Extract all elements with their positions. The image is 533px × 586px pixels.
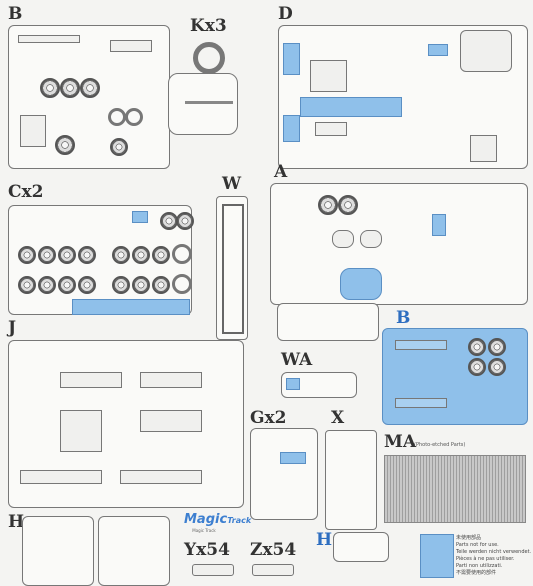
sprue-a [270,183,528,305]
sprue-wa-label: WA [281,350,313,370]
sprue-h-label: H [8,512,25,532]
kx3-part [193,42,225,74]
legend-text-5: Parti non utilizzati. [456,563,503,569]
cx2-wheel-16 [176,212,194,230]
cx2-wheel-8 [18,276,36,294]
sprue-ma-photo-etch [384,455,526,523]
sprue-d-unused-2 [300,97,402,117]
sprue-j-panel-3 [60,372,122,388]
sprue-b-rod [185,101,233,104]
sprue-j-panel-4 [140,372,202,388]
cx2-ring-2 [172,274,192,294]
sprue-d-unused-4 [428,44,448,56]
sprue-gx2-label: Gx2 [250,408,287,428]
sprue-x-label: X [331,408,345,428]
legend-text-6: 不需要使用的部件 [456,570,497,576]
sprue-a-wheel-1 [318,195,338,215]
sprue-a-label: A [274,162,288,182]
cx2-wheel-3 [58,246,76,264]
sprue-d-label: D [278,4,293,24]
sprue-a-part-1 [360,230,382,248]
sprue-b-unused-wheel-4 [488,358,506,376]
sprue-j-panel-5 [20,470,102,484]
sprue-b-unused-part-1 [395,340,447,350]
sprue-b-extension [168,73,238,135]
sprue-b-wheel-4 [55,135,75,155]
sprue-b-unused-part-2 [395,398,447,408]
sprue-d-part-4 [470,135,497,162]
sprue-x [325,430,377,530]
brand-sub: Magic Track [192,528,216,533]
sprue-d-part-2 [460,30,512,72]
brand-name: Magic [184,512,228,527]
sprue-b-part-3 [20,115,46,147]
sprue-j-panel-1 [60,410,102,452]
sprue-j-panel-2 [140,410,202,432]
sprue-cx2-unused-1 [132,211,148,223]
sprue-b-label: B [8,4,23,24]
sprue-ma-note: (Photo-etched Parts) [414,442,466,448]
sprue-j-label: J [8,318,17,338]
sprue-b-unused-wheel-3 [468,358,486,376]
sprue-h-left [22,516,94,586]
brand-logo: MagicTrack [184,512,251,527]
sprue-cx2-label: Cx2 [8,182,44,202]
sprue-a-unused-1 [340,268,382,300]
legend-text-1: 未使用部品 [456,535,482,541]
cx2-wheel-1 [18,246,36,264]
cx2-wheel-10 [58,276,76,294]
sprue-a-part-2 [332,230,354,248]
yx54-track-links [192,564,234,576]
sprue-b-wheel-3 [80,78,100,98]
sprue-b-ring-1 [108,108,126,126]
sprue-h-blue-label: H [316,530,333,550]
brand-suffix: Track [227,516,252,525]
cx2-wheel-13 [132,276,150,294]
cx2-wheel-11 [78,276,96,294]
cx2-wheel-5 [112,246,130,264]
sprue-b-ring-2 [125,108,143,126]
sprue-a-extension [277,303,379,341]
sprue-b-wheel-5 [110,138,128,156]
sprue-w-frame [222,204,244,334]
sprue-kx3-label: Kx3 [190,16,227,36]
sprue-h-blue [333,532,389,562]
legend-text-3: Teile werden nicht verwendet. [456,549,532,555]
sprue-a-unused-2 [432,214,446,236]
sprue-j-panel-6 [120,470,202,484]
sprue-zx54-label: Zx54 [250,540,297,560]
cx2-wheel-12 [112,276,130,294]
sprue-wa-unused [286,378,300,390]
sprue-d-unused-3 [283,115,300,142]
sprue-b-unused-wheel-1 [468,338,486,356]
sprue-gx2-unused [280,452,306,464]
legend-text-2: Parts not for use. [456,542,499,548]
legend-swatch [420,534,454,578]
cx2-wheel-6 [132,246,150,264]
sprue-yx54-label: Yx54 [184,540,230,560]
cx2-ring-1 [172,244,192,264]
sprue-b-blue-label: B [396,308,411,328]
sprue-d-unused-1 [283,43,300,75]
sprue-gx2 [250,428,318,520]
sprue-cx2-unused-2 [72,299,190,315]
sprue-b-wheel-1 [40,78,60,98]
cx2-wheel-7 [152,246,170,264]
sprue-b-part-1 [18,35,80,43]
cx2-wheel-2 [38,246,56,264]
sprue-w-label: W [222,174,242,194]
sprue-d-part-1 [310,60,347,92]
sprue-b-wheel-2 [60,78,80,98]
zx54-track-links [252,564,294,576]
sprue-b-part-2 [110,40,152,52]
sprue-a-wheel-2 [338,195,358,215]
cx2-wheel-9 [38,276,56,294]
sprue-d-part-3 [315,122,347,136]
sprue-b-unused-wheel-2 [488,338,506,356]
legend-text-4: Pièces à ne pas utiliser. [456,556,515,562]
cx2-wheel-14 [152,276,170,294]
sprue-h-right [98,516,170,586]
sprue-ma-label: MA [384,432,417,452]
cx2-wheel-4 [78,246,96,264]
